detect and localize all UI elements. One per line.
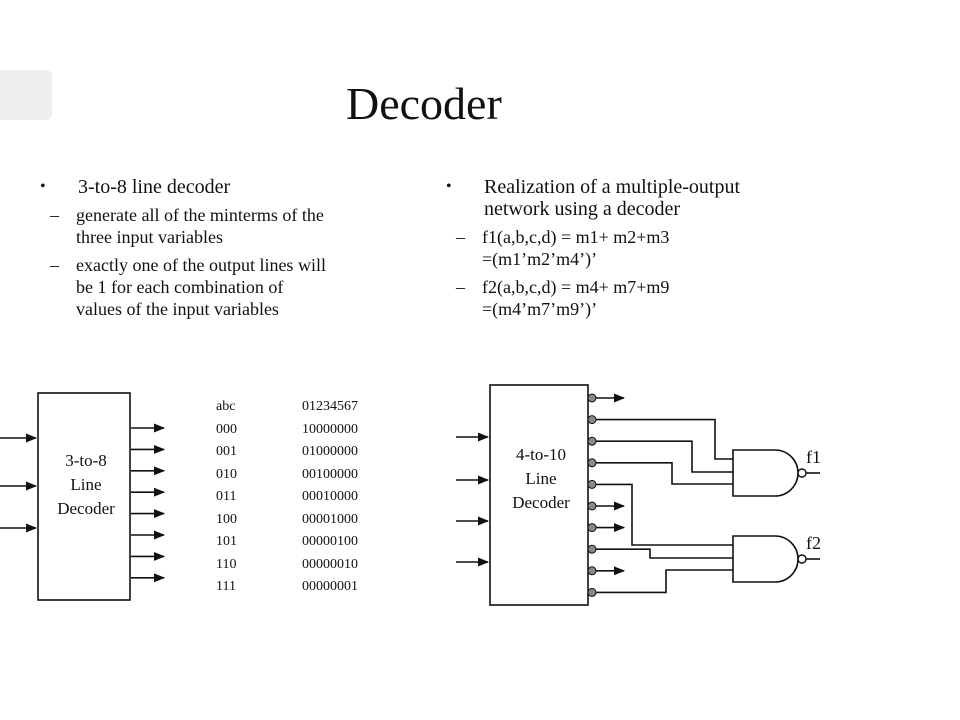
truth-table-row: 000 10000000 xyxy=(216,419,402,442)
sub-bullet-line: exactly one of the output lines will xyxy=(76,255,326,275)
f1-label: f1 xyxy=(806,447,821,467)
sub-bullet-line: be 1 for each combination of xyxy=(76,277,284,297)
sub-bullet-one-output: exactly one of the output lines will be … xyxy=(40,254,440,320)
decoder-label-line: Line xyxy=(70,475,101,494)
truth-table-row: 010 00100000 xyxy=(216,464,402,487)
bullet-line: Realization of a multiple-output xyxy=(484,176,741,198)
wire-f1 xyxy=(596,440,733,473)
truth-table-row: 011 00010000 xyxy=(216,486,402,509)
row-inputs: 010 xyxy=(216,466,237,482)
inverted-output-bubble xyxy=(587,436,597,446)
inverted-output-bubble xyxy=(587,415,597,425)
row-outputs: 00010000 xyxy=(302,489,358,504)
truth-table-row: 101 00000100 xyxy=(216,531,402,554)
row-inputs: 001 xyxy=(216,444,237,459)
left-column: 3-to-8 line decoder generate all of the … xyxy=(40,176,440,320)
header-inputs: abc xyxy=(216,399,236,414)
row-outputs: 00000010 xyxy=(302,556,358,572)
sub-bullet-line: generate all of the minterms of the xyxy=(76,205,324,225)
slide-title: Decoder xyxy=(346,78,502,129)
logo-mark xyxy=(0,70,52,120)
decoder-label-line: Decoder xyxy=(512,493,570,512)
wire-f2 xyxy=(596,569,733,594)
sub-bullet-f2: f2(a,b,c,d) = m4+ m7+m9 =(m4’m7’m9’)’ xyxy=(446,276,866,320)
row-outputs: 10000000 xyxy=(302,421,358,437)
row-outputs: 00001000 xyxy=(302,511,358,527)
decoder-3to8-box xyxy=(37,392,131,601)
row-inputs: 100 xyxy=(216,511,237,527)
truth-table-row: 100 00001000 xyxy=(216,509,402,532)
nand-gate-f2 xyxy=(732,535,799,583)
nand-gate-f1 xyxy=(732,449,799,497)
truth-table-row: 110 00000010 xyxy=(216,554,402,577)
sub-bullet-line: three input variables xyxy=(76,227,223,247)
truth-table-row: 001 01000000 xyxy=(216,441,402,464)
inverted-output-bubble xyxy=(587,566,597,576)
row-outputs: 00000001 xyxy=(302,579,358,594)
inverted-output-bubble xyxy=(587,544,597,554)
row-inputs: 110 xyxy=(216,556,237,572)
bullet-3to8-text: 3-to-8 line decoder xyxy=(78,176,231,198)
sub-bullet-minterms: generate all of the minterms of the thre… xyxy=(40,204,440,248)
decoder-4to10-box xyxy=(489,384,589,606)
truth-table-row: 111 00000001 xyxy=(216,576,402,599)
inverted-output-bubble xyxy=(587,523,597,533)
truth-table-header: abc 01234567 xyxy=(216,396,402,419)
wire-f2 xyxy=(596,548,733,559)
row-outputs: 01000000 xyxy=(302,444,358,459)
right-column: Realization of a multiple-output network… xyxy=(446,176,866,320)
f2-label: f2 xyxy=(806,533,821,553)
wire-f2 xyxy=(596,483,733,546)
decoder-label-line: 3-to-8 xyxy=(65,451,107,470)
row-inputs: 111 xyxy=(216,579,236,594)
f2-equation: f2(a,b,c,d) = m4+ m7+m9 xyxy=(482,277,670,297)
row-outputs: 00100000 xyxy=(302,466,358,482)
bullet-3to8: 3-to-8 line decoder xyxy=(40,176,440,198)
bullet-realization: Realization of a multiple-output network… xyxy=(446,176,866,220)
sub-bullet-line: values of the input variables xyxy=(76,299,279,319)
inverted-output-bubble xyxy=(587,587,597,597)
nand-output-bubble xyxy=(797,554,807,564)
f2-nand-form: =(m4’m7’m9’)’ xyxy=(482,299,598,319)
row-inputs: 000 xyxy=(216,421,237,437)
decoder-label-line: Line xyxy=(525,469,556,488)
bullet-line: network using a decoder xyxy=(484,198,681,220)
f1-nand-form: =(m1’m2’m4’)’ xyxy=(482,249,598,269)
wire-f1 xyxy=(596,418,733,460)
nand-gates: f1 f2 xyxy=(596,418,821,594)
row-outputs: 00000100 xyxy=(302,534,358,549)
wire-f1 xyxy=(596,461,733,485)
header-outputs: 01234567 xyxy=(302,399,358,414)
decoder-label-line: 4-to-10 xyxy=(516,445,566,464)
inverted-output-bubble xyxy=(587,393,597,403)
nand-output-bubble xyxy=(797,468,807,478)
inverted-output-bubble xyxy=(587,458,597,468)
sub-bullet-f1: f1(a,b,c,d) = m1+ m2+m3 =(m1’m2’m4’)’ xyxy=(446,226,866,270)
row-inputs: 011 xyxy=(216,489,237,504)
inverted-output-bubble xyxy=(587,479,597,489)
f1-equation: f1(a,b,c,d) = m1+ m2+m3 xyxy=(482,227,670,247)
inverted-output-bubble xyxy=(587,501,597,511)
decoder-label-line: Decoder xyxy=(57,499,115,518)
row-inputs: 101 xyxy=(216,534,237,549)
